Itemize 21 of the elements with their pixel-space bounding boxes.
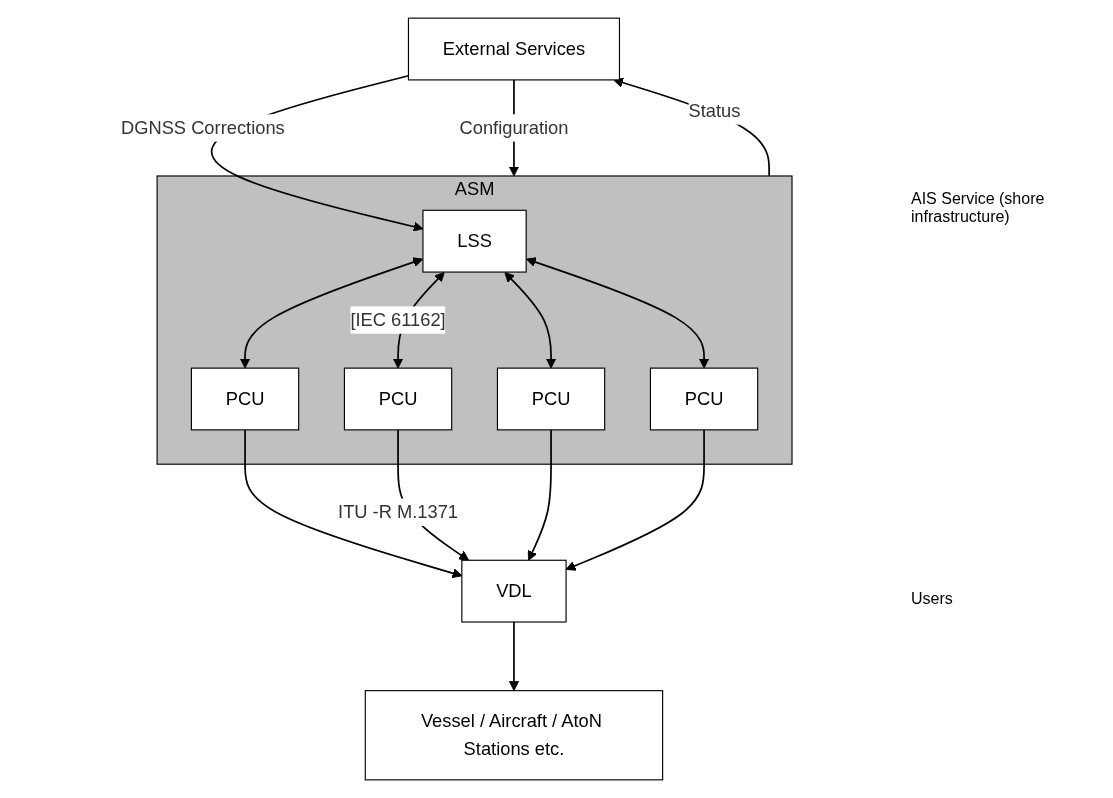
arrow <box>240 257 423 369</box>
node-box: LSS <box>422 209 527 273</box>
side-note: AIS Service (shore infrastructure) <box>910 189 1046 227</box>
edge-label: ITU -R M.1371 <box>338 501 459 522</box>
side-note: Users <box>910 589 954 609</box>
arrow <box>504 271 557 369</box>
node-box: External Services <box>407 17 621 81</box>
node-box: PCU <box>190 367 300 431</box>
arrow <box>526 257 710 369</box>
edge-label: [IEC 61162] <box>350 309 446 330</box>
node-box: PCU <box>343 367 453 431</box>
arrow <box>508 621 519 692</box>
node-box: Vessel / Aircraft / AtoN Stations etc. <box>364 690 664 781</box>
node-box: PCU <box>496 367 606 431</box>
arrow <box>613 77 770 177</box>
arrow <box>527 429 552 561</box>
edge-label: DGNSS Corrections <box>121 117 285 138</box>
node-box: PCU <box>649 367 759 431</box>
edge-label: Configuration <box>459 117 569 138</box>
node-box: VDL <box>461 559 567 623</box>
edge-label: Status <box>688 100 741 121</box>
